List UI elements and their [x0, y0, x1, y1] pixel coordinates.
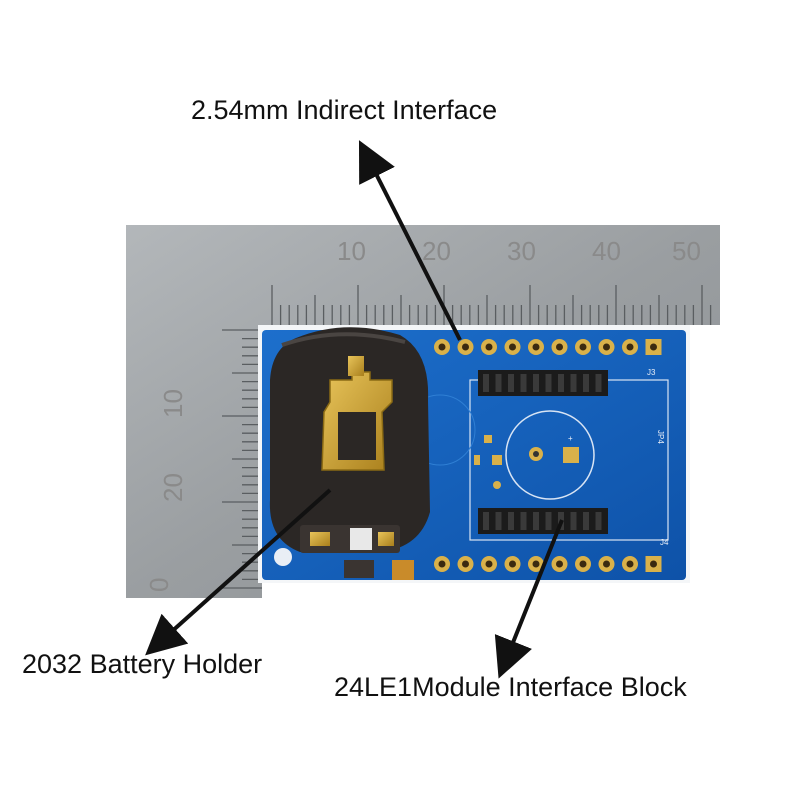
ruler-number-50: 50: [672, 236, 701, 266]
arrow-to-module-block: [494, 519, 564, 679]
battery-holder-label: 2032 Battery Holder: [22, 649, 263, 679]
silkscreen-j4: J4: [660, 538, 669, 547]
ruler-number-30: 30: [507, 236, 536, 266]
silkscreen-j3: J3: [647, 368, 656, 377]
steel-ruler: [126, 225, 720, 598]
silkscreen-jp4: JP4: [656, 430, 665, 444]
ruler-number-40: 40: [592, 236, 621, 266]
indirect-interface-label: 2.54mm Indirect Interface: [191, 95, 498, 125]
ruler-vertical-number-20: 20: [158, 473, 188, 502]
module-interface-block-label: 24LE1Module Interface Block: [334, 672, 687, 702]
silkscreen-plus: +: [568, 434, 573, 443]
ruler-number-20: 20: [422, 236, 451, 266]
battery-holder: [269, 327, 430, 580]
ruler-vertical-number-0: 0: [144, 578, 174, 592]
arrow-to-indirect-interface: [358, 140, 462, 341]
ruler-vertical-number-10: 10: [158, 389, 188, 418]
arrow-to-battery-holder: [145, 488, 332, 656]
annotation-arrows: [145, 140, 564, 679]
mounting-hole: [274, 548, 292, 566]
ruler-number-10: 10: [337, 236, 366, 266]
